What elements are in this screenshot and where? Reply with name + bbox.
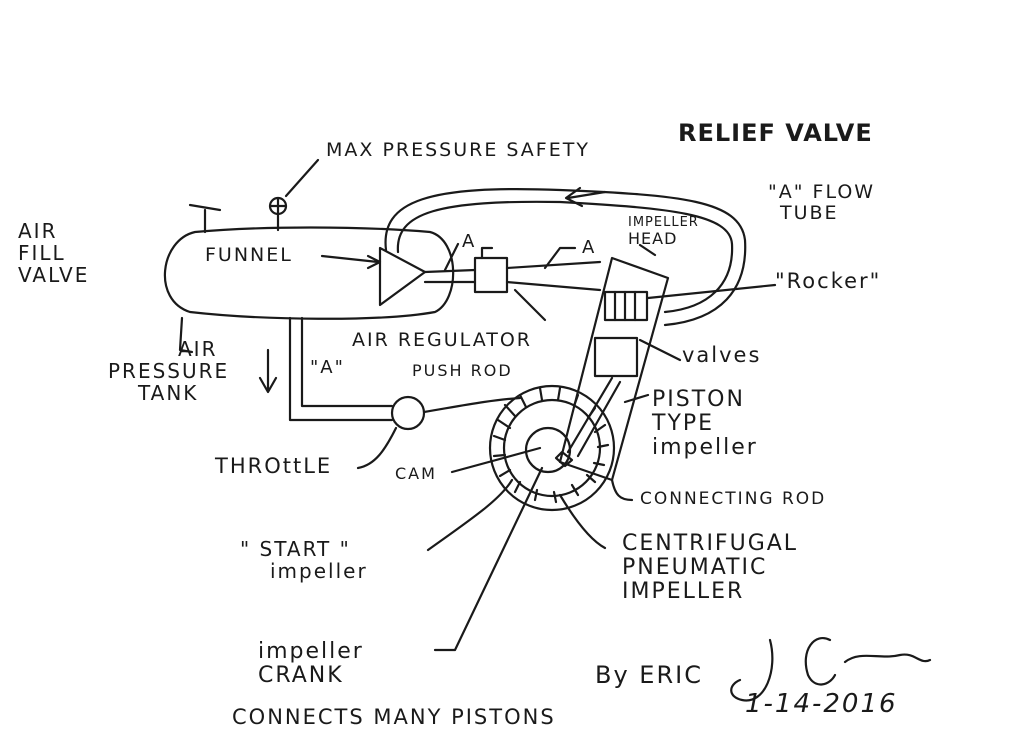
valves-label: valves [682,343,762,367]
air-fill-valve-line-2: FILL [18,241,66,265]
signature [730,637,932,702]
flow-tube [384,187,747,327]
funnel-label: FUNNEL [205,244,293,266]
throttle [390,395,426,431]
centrifugal-line-1: CENTRIFUGAL [622,531,799,556]
crank-pin [554,450,574,468]
air-regulator-label: AIR REGULATOR [352,329,532,351]
flow-direction-arrow [564,186,607,208]
centrifugal-line-2: PNEUMATIC [622,555,768,581]
impeller-head-pointer [638,243,657,257]
start-impeller-line-1: " START " [240,537,351,561]
start-impeller-line-2: impeller [270,559,368,583]
max-pressure-safety-label: MAX PRESSURE SAFETY [326,139,590,161]
start-impeller-pointer [426,478,514,552]
centrifugal-line-3: IMPELLER [622,579,745,605]
cam-pointer [450,446,542,474]
connecting-rod-pointer [610,478,634,502]
air-pressure-tank-label: AIR PRESSURE TANK [108,338,229,404]
a-line-right [505,260,602,292]
a-line-left [423,268,477,284]
date-label: 1-14-2016 [745,689,898,719]
centrifugal-impeller-inner [502,398,602,498]
cam-hub [524,426,572,474]
a-flow-tube-line-1: "A" FLOW [768,181,876,203]
impeller-head-line-2: HEAD [628,229,678,249]
rocker-label: "Rocker" [775,269,882,293]
a-left-label: A [462,231,477,252]
rocker-pointer [646,283,777,300]
air-fill-valve-label: AIR FILL VALVE [18,220,89,286]
piston-type-impeller-label: PISTON TYPE impeller [652,387,758,461]
impeller-head-line-1: IMPELLER [628,215,699,230]
cam-label: CAM [395,464,437,483]
centrifugal-pneumatic-impeller-label: CENTRIFUGAL PNEUMATIC IMPELLER [622,531,799,605]
impeller-head-label: IMPELLER HEAD [628,215,699,249]
funnel [378,246,427,307]
impeller-crank-line-2: CRANK [258,663,344,689]
piston [593,336,639,378]
relief-valve-pointer [284,158,320,198]
a-flow-tube-line-2: TUBE [780,201,839,224]
piston-type-impeller-line-3: impeller [652,435,758,461]
fill-valve-stem [188,203,222,234]
centrifugal-impeller-outer [488,384,616,512]
a-flow-tube-label: "A" FLOW TUBE [768,182,875,224]
funnel-arrow [320,254,380,264]
tank-pointer [178,316,194,354]
air-pressure-tank [163,226,455,320]
relief-valve-label: RELIEF VALVE [678,119,873,147]
air-fill-valve-line-3: VALVE [18,263,90,287]
air-pressure-tank-line-3: TANK [138,381,199,405]
piston-type-impeller-line-1: PISTON [652,387,745,412]
push-rod-label: PUSH ROD [412,361,513,380]
crank-pointer [433,466,544,652]
air-regulator-box [473,256,509,294]
connecting-rod-label: CONNECTING ROD [640,489,827,509]
piston-pointer [623,393,650,404]
throttle-label: THROttLE [215,454,333,478]
down-arrow [258,348,278,394]
connects-many-pistons-label: CONNECTS MANY PISTONS [232,705,556,729]
throttle-pointer [356,426,398,470]
push-rod-pointer [513,288,547,322]
impeller-crank-line-1: impeller [258,639,364,664]
air-pressure-tank-line-2: PRESSURE [108,359,230,383]
throttle-to-impeller [422,396,522,414]
piston-type-impeller-line-2: TYPE [652,411,715,437]
air-fill-valve-line-1: AIR [18,219,58,243]
by-eric-label: By ERIC [595,661,703,689]
a-right-label: A [582,237,597,258]
valves-pointer [638,338,682,362]
start-impeller-label: " START " impeller [240,538,368,582]
impeller-blades [492,386,610,504]
air-line-to-throttle [288,316,394,422]
centrifugal-pointer [558,493,607,550]
a-down-label: "A" [310,357,345,378]
air-pressure-tank-line-1: AIR [178,337,218,361]
impeller-crank-label: impeller CRANK [258,639,364,689]
